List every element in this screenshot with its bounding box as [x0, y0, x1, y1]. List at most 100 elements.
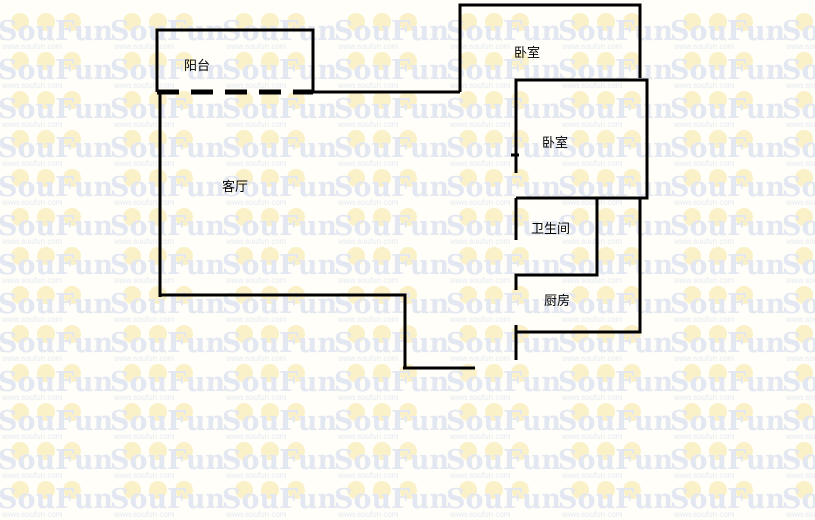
watermark-logo-icon	[347, 247, 365, 265]
watermark-logo-icon	[735, 91, 753, 109]
watermark-logo-icon	[63, 286, 81, 304]
watermark-logo-icon	[683, 169, 701, 187]
watermark-logo-icon	[11, 364, 29, 382]
watermark-text: SouFun	[782, 94, 815, 125]
watermark-logo-icon	[287, 169, 305, 187]
watermark-logo-icon	[795, 286, 813, 304]
watermark-text: SouFun	[110, 406, 225, 437]
watermark-text: SouFun	[0, 16, 113, 47]
watermark-url: www.soufun.com	[785, 81, 815, 90]
watermark-logo-icon	[11, 52, 29, 70]
watermark-logo-icon	[235, 442, 253, 460]
watermark-logo-icon	[795, 169, 813, 187]
watermark-logo-icon	[373, 52, 391, 70]
watermark-text: SouFun	[222, 55, 337, 86]
watermark-text: SouFun	[110, 367, 225, 398]
watermark-logo-icon	[511, 403, 529, 421]
watermark-text: SouFun	[670, 55, 785, 86]
watermark-logo-icon	[149, 91, 167, 109]
watermark-text: SouFun	[222, 367, 337, 398]
watermark-text: SouFun	[110, 55, 225, 86]
watermark-logo-icon	[735, 247, 753, 265]
watermark-logo-icon	[735, 208, 753, 226]
watermark-text: SouFun	[0, 133, 113, 164]
watermark-text: SouFun	[110, 484, 225, 515]
watermark-logo-icon	[11, 247, 29, 265]
watermark-url: www.soufun.com	[337, 237, 399, 246]
watermark-logo-icon	[37, 325, 55, 343]
watermark-text: SouFun	[446, 406, 561, 437]
watermark-logo-icon	[373, 169, 391, 187]
watermark-url: www.soufun.com	[337, 354, 399, 363]
watermark-text: SouFun	[0, 94, 113, 125]
watermark-logo-icon	[735, 403, 753, 421]
watermark-logo-icon	[63, 364, 81, 382]
watermark-logo-icon	[235, 91, 253, 109]
watermark-logo-icon	[623, 247, 641, 265]
watermark-logo-icon	[623, 91, 641, 109]
watermark-url: www.soufun.com	[673, 432, 735, 441]
watermark-logo-icon	[63, 247, 81, 265]
watermark-logo-icon	[261, 91, 279, 109]
watermark-logo-icon	[709, 325, 727, 343]
watermark-logo-icon	[347, 169, 365, 187]
watermark-url: www.soufun.com	[673, 198, 735, 207]
watermark-logo-icon	[709, 442, 727, 460]
watermark-logo-icon	[597, 286, 615, 304]
watermark-url: www.soufun.com	[225, 81, 287, 90]
bedroom-2-walls	[511, 78, 649, 200]
watermark-logo-icon	[11, 130, 29, 148]
bedroom-1-walls	[458, 3, 642, 92]
watermark-url: www.soufun.com	[449, 432, 511, 441]
watermark-url: www.soufun.com	[561, 159, 623, 168]
watermark-logo-icon	[597, 481, 615, 499]
watermark-logo-icon	[123, 130, 141, 148]
watermark-logo-icon	[261, 247, 279, 265]
watermark-url: www.soufun.com	[1, 198, 63, 207]
watermark-url: www.soufun.com	[225, 393, 287, 402]
watermark-url: www.soufun.com	[1, 120, 63, 129]
watermark-text: SouFun	[782, 445, 815, 476]
watermark-logo-icon	[123, 364, 141, 382]
watermark-logo-icon	[735, 130, 753, 148]
watermark-logo-icon	[485, 130, 503, 148]
watermark-logo-icon	[485, 247, 503, 265]
watermark-logo-icon	[485, 442, 503, 460]
watermark-text: SouFun	[558, 94, 673, 125]
watermark-logo-icon	[511, 364, 529, 382]
watermark-url: www.soufun.com	[1, 81, 63, 90]
watermark-logo-icon	[11, 286, 29, 304]
watermark-logo-icon	[795, 442, 813, 460]
watermark-logo-icon	[123, 286, 141, 304]
watermark-logo-icon	[571, 13, 589, 31]
watermark-url: www.soufun.com	[337, 276, 399, 285]
watermark-text: SouFun	[446, 484, 561, 515]
watermark-logo-icon	[37, 247, 55, 265]
watermark-logo-icon	[623, 169, 641, 187]
watermark-logo-icon	[261, 52, 279, 70]
watermark-logo-icon	[459, 208, 477, 226]
watermark-text: SouFun	[670, 406, 785, 437]
watermark-text: SouFun	[334, 328, 449, 359]
watermark-logo-icon	[149, 481, 167, 499]
watermark-url: www.soufun.com	[113, 237, 175, 246]
watermark-url: www.soufun.com	[785, 198, 815, 207]
watermark-logo-icon	[149, 247, 167, 265]
watermark-logo-icon	[709, 52, 727, 70]
watermark-logo-icon	[123, 403, 141, 421]
watermark-logo-icon	[235, 13, 253, 31]
watermark-logo-icon	[287, 442, 305, 460]
watermark-text: SouFun	[222, 484, 337, 515]
watermark-text: SouFun	[334, 94, 449, 125]
watermark-url: www.soufun.com	[113, 354, 175, 363]
watermark-text: SouFun	[670, 328, 785, 359]
watermark-text: SouFun	[782, 484, 815, 515]
watermark-logo-icon	[347, 325, 365, 343]
label-living-room: 客厅	[222, 179, 248, 195]
watermark-logo-icon	[123, 442, 141, 460]
watermark-logo-icon	[399, 442, 417, 460]
watermark-logo-icon	[11, 403, 29, 421]
watermark-url: www.soufun.com	[225, 42, 287, 51]
watermark-logo-icon	[683, 208, 701, 226]
